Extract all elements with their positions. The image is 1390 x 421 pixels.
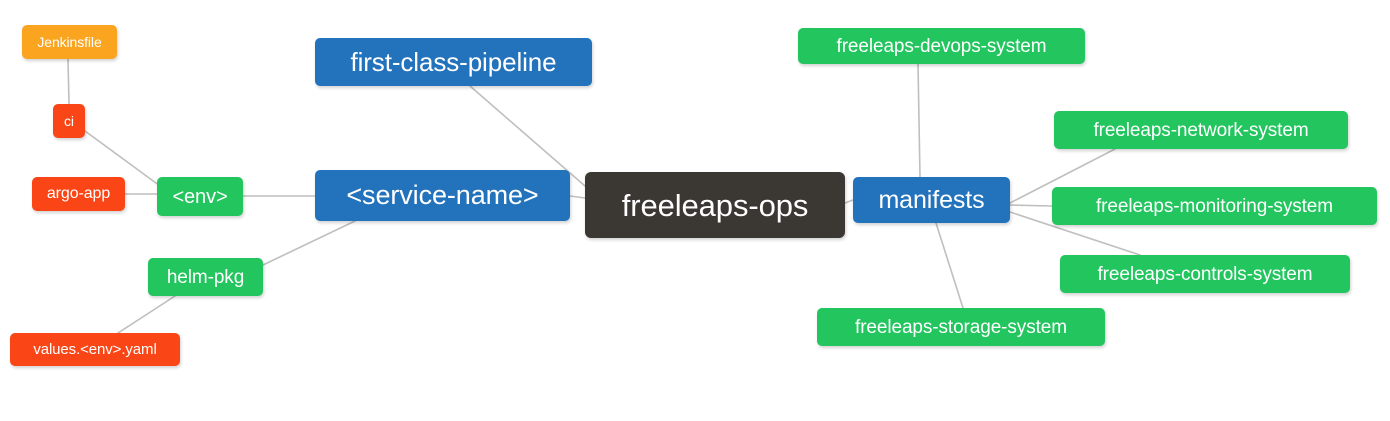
node-values-yaml[interactable]: values.<env>.yaml [10, 333, 180, 366]
node-monitoring-system[interactable]: freeleaps-monitoring-system [1052, 187, 1377, 225]
edge-service-name-to-helm-pkg [262, 220, 356, 266]
node-helm-pkg[interactable]: helm-pkg [148, 258, 263, 296]
node-network-system[interactable]: freeleaps-network-system [1054, 111, 1348, 149]
node-service-name[interactable]: <service-name> [315, 170, 570, 221]
node-storage-system[interactable]: freeleaps-storage-system [817, 308, 1105, 346]
node-argo-app[interactable]: argo-app [32, 177, 125, 211]
edge-ci-to-jenkinsfile [67, 58, 70, 105]
edge-manifests-to-monitoring-system [1009, 204, 1053, 207]
node-manifests[interactable]: manifests [853, 177, 1010, 223]
node-ci[interactable]: ci [53, 104, 85, 138]
node-devops-system[interactable]: freeleaps-devops-system [798, 28, 1085, 64]
node-freeleaps-ops[interactable]: freeleaps-ops [585, 172, 845, 238]
node-env[interactable]: <env> [157, 177, 243, 216]
node-first-class-pipeline[interactable]: first-class-pipeline [315, 38, 592, 86]
node-jenkinsfile[interactable]: Jenkinsfile [22, 25, 117, 59]
edge-freeleaps-ops-to-manifests [844, 199, 854, 204]
edge-helm-pkg-to-values-yaml [117, 295, 176, 334]
edge-manifests-to-storage-system [935, 222, 964, 309]
edge-manifests-to-devops-system [917, 63, 921, 178]
node-controls-system[interactable]: freeleaps-controls-system [1060, 255, 1350, 293]
edge-freeleaps-ops-to-service-name [569, 195, 586, 199]
